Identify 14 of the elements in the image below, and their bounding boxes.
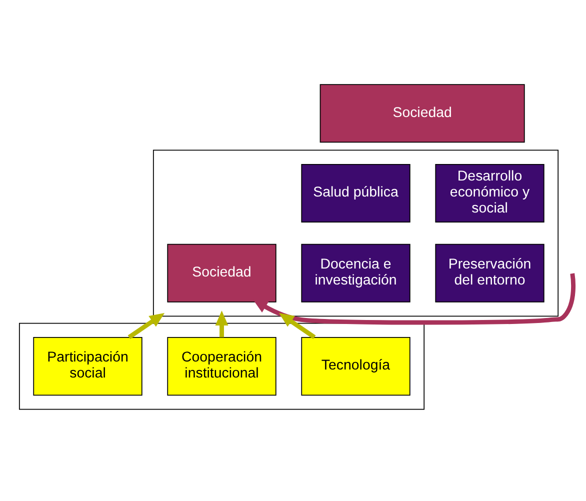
node-box: Desarrollo económico y social bbox=[435, 164, 544, 223]
node-box: Cooperación institucional bbox=[167, 337, 276, 396]
node-box: Preservación del entorno bbox=[435, 244, 544, 302]
arrow bbox=[215, 310, 228, 338]
node-box: Sociedad bbox=[320, 84, 525, 143]
arrow bbox=[278, 313, 316, 340]
arrow bbox=[128, 313, 165, 340]
cluster bbox=[152, 150, 559, 317]
node-box: Participación social bbox=[33, 337, 142, 396]
node-box: Salud pública bbox=[301, 164, 410, 223]
node-box: Sociedad bbox=[167, 244, 276, 302]
arrow bbox=[252, 273, 576, 325]
node-box: Docencia e investigación bbox=[301, 244, 410, 302]
node-box: Tecnología bbox=[301, 337, 410, 396]
